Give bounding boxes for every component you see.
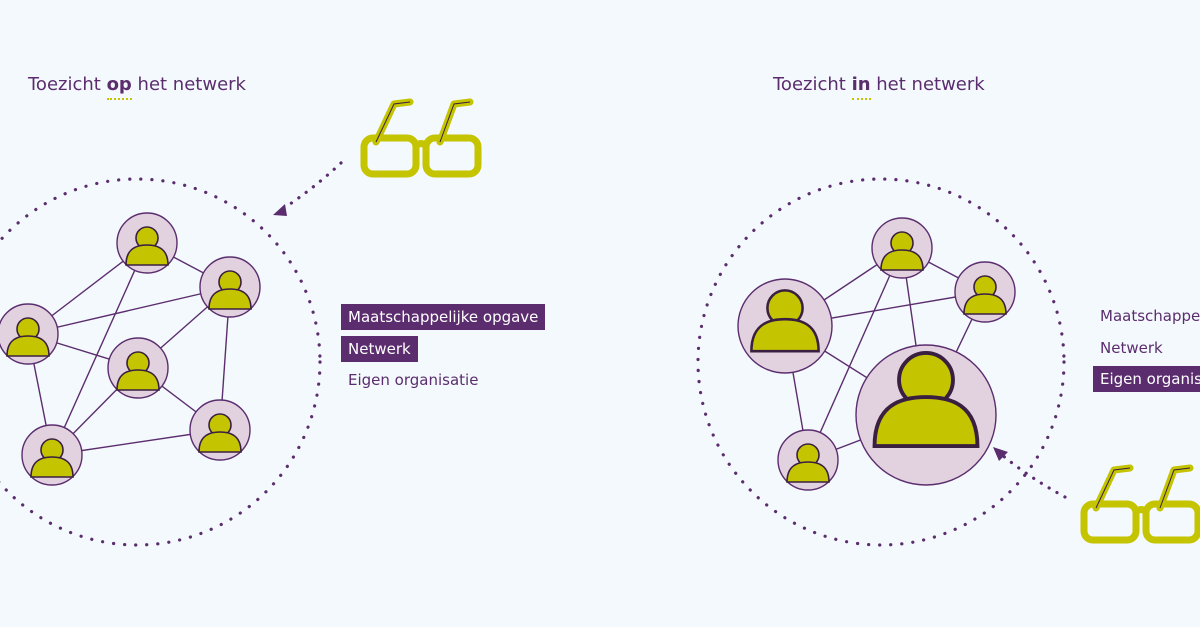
node-right-5: [855, 344, 997, 486]
title-left: Toezicht op het netwerk: [28, 74, 246, 100]
node-right-3: [954, 261, 1016, 323]
label-right-maatschappelijke-opgave: Maatschappelijke opgave: [1100, 307, 1200, 325]
node-left-3: [0, 303, 59, 365]
view-arrow-right: [1000, 453, 1067, 499]
glasses-icon: [364, 102, 478, 174]
title-right: Toezicht in het netwerk: [773, 74, 985, 100]
label-right-netwerk: Netwerk: [1100, 339, 1163, 357]
arrow-head-right: [993, 447, 1008, 461]
node-left-4: [107, 337, 169, 399]
node-left-6: [21, 424, 83, 486]
label-left-maatschappelijke-opgave: Maatschappelijke opgave: [341, 304, 546, 330]
title-left-keyword: op: [106, 74, 132, 100]
label-left-netwerk: Netwerk: [341, 336, 418, 362]
title-left-prefix: Toezicht: [28, 74, 107, 95]
label-right-eigen-organisatie: Eigen organisatie: [1093, 366, 1200, 392]
node-left-1: [116, 212, 178, 274]
node-left-5: [189, 399, 251, 461]
title-left-suffix: het netwerk: [131, 74, 246, 95]
title-right-suffix: het netwerk: [870, 74, 985, 95]
network-boundary-left: [0, 177, 322, 547]
label-left-eigen-organisatie: Eigen organisatie: [348, 371, 479, 389]
arrow-head-left: [273, 204, 287, 216]
node-right-2: [871, 217, 933, 279]
node-right-4: [777, 429, 839, 491]
node-left-2: [199, 256, 261, 318]
title-right-prefix: Toezicht: [773, 74, 852, 95]
title-right-keyword: in: [851, 74, 871, 100]
node-right-1: [737, 278, 833, 374]
network-boundary-right: [696, 177, 1066, 547]
view-arrow-left: [279, 161, 343, 212]
labels-right: Maatschappelijke opgave Netwerk Eigen or…: [1093, 0, 1200, 627]
